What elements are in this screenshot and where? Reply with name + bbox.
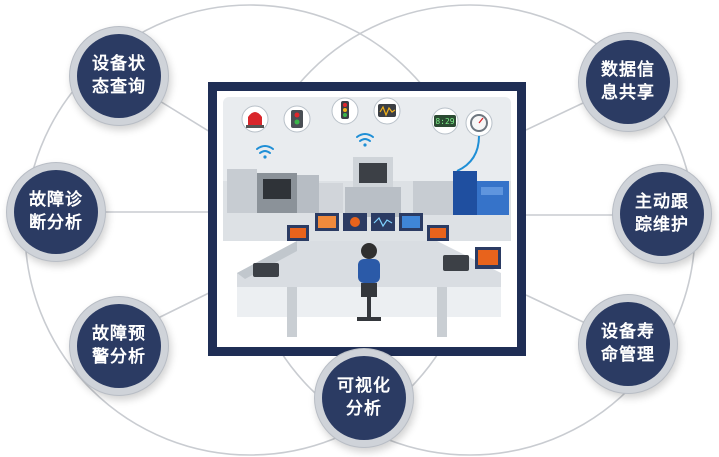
traffic-light-icon [331, 97, 359, 125]
node-data-sharing-label: 数据信 息共享 [601, 60, 655, 103]
factory-illustration-frame: 8:29 [208, 82, 526, 356]
node-active-tracking: 主动跟 踪维护 [620, 172, 704, 256]
node-visual-analysis: 可视化 分析 [322, 356, 406, 440]
node-data-sharing: 数据信 息共享 [586, 40, 670, 124]
wifi-icon [256, 145, 274, 159]
node-fault-diagnosis-label: 故障诊 断分析 [29, 190, 83, 233]
control-room-drawing: 8:29 [217, 91, 517, 347]
line-data-sharing [525, 94, 601, 131]
node-active-tracking-label: 主动跟 踪维护 [635, 192, 689, 235]
monitor-screens [287, 213, 501, 269]
line-lifespan [525, 294, 601, 331]
operator-figure [357, 243, 381, 321]
injection-machine-right [413, 171, 509, 215]
desk-device-right [443, 255, 469, 271]
clock-display-text: 8:29 [435, 117, 454, 126]
alarm-light-icon [241, 105, 269, 133]
central-machine [345, 157, 401, 217]
node-fault-warning-label: 故障预 警分析 [92, 324, 146, 367]
factory-control-room-illustration: 8:29 [217, 91, 517, 347]
node-status-query: 设备状 态查询 [77, 34, 161, 118]
node-status-query-label: 设备状 态查询 [92, 54, 146, 97]
node-lifespan-management-label: 设备寿 命管理 [601, 322, 655, 365]
digital-clock-icon: 8:29 [431, 107, 459, 135]
desk-device-left [253, 263, 279, 277]
waveform-monitor-icon [373, 97, 401, 125]
node-fault-diagnosis: 故障诊 断分析 [14, 170, 98, 254]
status-panel-icon [283, 105, 311, 133]
pressure-gauge-icon [465, 109, 493, 137]
node-visual-analysis-label: 可视化 分析 [337, 376, 391, 419]
cnc-machine-left [227, 169, 343, 213]
line-fault-warning [149, 289, 216, 323]
wifi-icon [356, 133, 374, 147]
line-status-query [149, 94, 216, 136]
node-fault-warning: 故障预 警分析 [77, 304, 161, 388]
node-lifespan-management: 设备寿 命管理 [586, 302, 670, 386]
